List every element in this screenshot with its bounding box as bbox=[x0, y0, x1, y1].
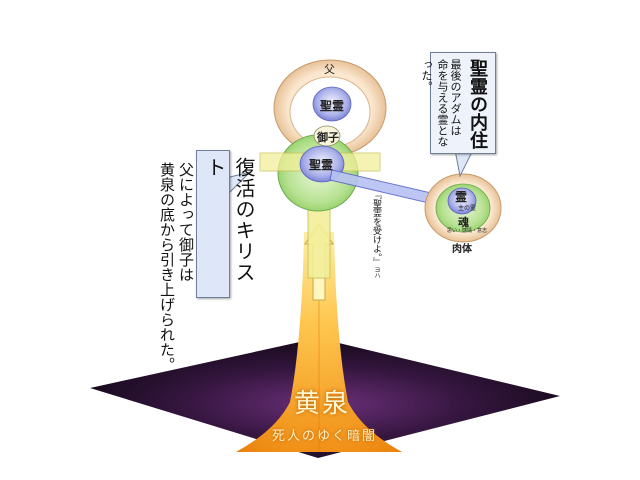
label-holy-spirit-center: 聖霊 bbox=[309, 158, 334, 172]
label-soul-sub: 思い・感情・意志 bbox=[447, 228, 488, 234]
title-box-text: 復活のキリスト bbox=[203, 157, 256, 283]
caption-line-1: 父によって御子は bbox=[177, 162, 195, 282]
label-spirit-sub: 主の霊 bbox=[458, 205, 477, 212]
arrow-note-text: 『聖霊を受けよ。』 bbox=[371, 190, 381, 267]
title-box: 復活のキリスト bbox=[196, 150, 256, 298]
label-father: 父 bbox=[324, 63, 335, 76]
label-spirit: 霊 bbox=[455, 190, 468, 204]
spirit-box-line-2: 命を与える霊となった。 bbox=[420, 59, 449, 147]
spirit-box: 聖霊の内住 最後のアダムは 命を与える霊となった。 bbox=[420, 52, 496, 154]
spirit-box-line-1: 最後のアダムは bbox=[449, 59, 462, 136]
hades-title: 黄泉 bbox=[294, 389, 351, 419]
hades-subtitle: 死人のゆく暗闇 bbox=[272, 429, 378, 444]
human-rings bbox=[424, 173, 502, 243]
label-soul: 魂 bbox=[458, 216, 469, 229]
arrow-note-ref: ヨハ bbox=[373, 266, 380, 279]
spirit-box-title: 聖霊の内住 bbox=[467, 59, 488, 149]
caption-line-2: 黄泉の底から引き上げられた。 bbox=[158, 162, 176, 372]
son-link bbox=[313, 125, 341, 147]
label-body: 肉体 bbox=[452, 244, 472, 255]
holy-spirit-top-circle bbox=[312, 86, 352, 122]
label-holy-spirit-top: 聖霊 bbox=[320, 99, 345, 113]
label-son: 御子 bbox=[317, 131, 339, 144]
arrow-note: 『聖霊を受けよ。』ヨハ bbox=[370, 190, 383, 279]
